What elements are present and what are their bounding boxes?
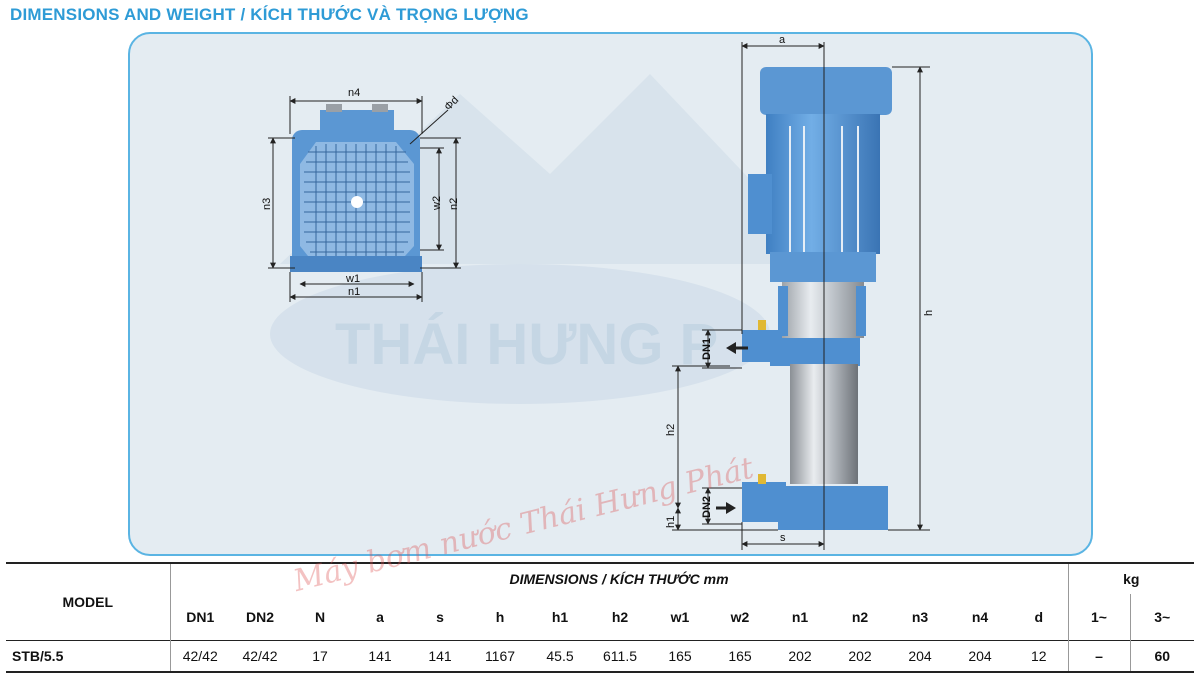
table-cell: 202 [830,640,890,673]
logo-text-watermark: THÁI HƯNG P [335,312,718,377]
col-header: DN1 [169,594,230,641]
col-header: n1 [791,609,809,625]
table-cell: 42/42 [169,640,230,673]
col-header: 3~ [1129,594,1194,641]
col-header: n4 [971,609,989,625]
col-header: h2 [611,609,629,625]
table-cell: 204 [890,640,950,673]
table-cell: 1167 [470,640,530,673]
table-cell: 165 [710,640,770,673]
table-cell: 60 [1129,640,1194,673]
label-h1: h1 [665,516,677,528]
table-cell: 204 [950,640,1010,673]
col-header: N [314,609,326,625]
col-header: h1 [551,609,569,625]
col-header: s [436,609,444,625]
dimensions-table: MODEL DIMENSIONS / KÍCH THƯỚC mm kg DN1 … [6,562,1194,673]
label-w2: w2 [431,196,443,211]
col-header: a [376,609,384,625]
col-header: 1~ [1067,594,1130,641]
dimensions-header: DIMENSIONS / KÍCH THƯỚC mm [169,562,1068,594]
table-cell: – [1067,640,1130,673]
col-header: DN2 [245,609,274,625]
table-cell: 611.5 [590,640,650,673]
col-header: w2 [730,609,750,625]
label-n3: n3 [261,198,273,210]
col-header: n3 [911,609,929,625]
label-h: h [923,310,935,316]
label-n2: n2 [448,198,460,210]
model-header: MODEL [6,562,170,641]
table-row: STB/5.5 42/42 42/42 17 141 141 1167 45.5… [6,640,1194,673]
drawing-panel: THÁI HƯNG P [128,32,1093,556]
label-n1: n1 [348,286,360,298]
label-h2: h2 [665,424,677,436]
model-cell: STB/5.5 [6,640,170,673]
technical-drawing: THÁI HƯNG P [261,34,935,550]
table-cell: 165 [650,640,710,673]
table-cell: 17 [290,640,350,673]
table-cell: 12 [1010,640,1068,673]
col-header: w1 [670,609,690,625]
label-w1: w1 [345,273,360,285]
page-title: DIMENSIONS AND WEIGHT / KÍCH THƯỚC VÀ TR… [10,5,529,24]
table-cell: 141 [350,640,410,673]
col-header: h [495,609,505,625]
table-cell: 42/42 [230,640,290,673]
kg-header: kg [1067,562,1194,594]
side-view: a h DN1 h2 DN2 h1 s [665,34,935,550]
label-dn2: DN2 [701,496,713,518]
label-s: s [780,532,786,544]
table-cell: 202 [770,640,830,673]
col-header: n2 [851,609,869,625]
table-cell: 45.5 [530,640,590,673]
col-header: d [1034,609,1044,625]
label-n4: n4 [348,87,360,99]
label-a: a [779,34,786,46]
table-cell: 141 [410,640,470,673]
top-view: n4 Φd n3 w2 n2 w1 n1 [261,87,461,302]
label-dn1: DN1 [701,338,713,360]
